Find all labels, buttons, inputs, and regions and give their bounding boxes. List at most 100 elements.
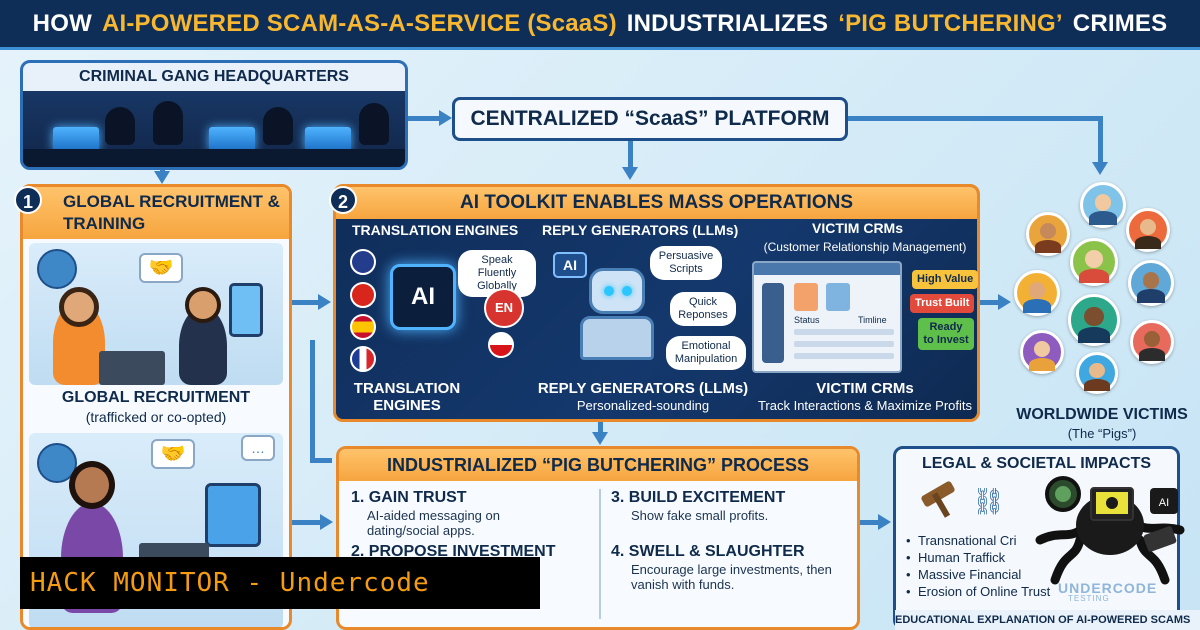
victims-cluster: [1010, 180, 1196, 400]
crm-timeline-column: Timline: [858, 315, 887, 325]
flag-china-icon: [350, 282, 376, 308]
ai-chip-icon: AI: [390, 264, 456, 330]
panel3-header: [339, 449, 857, 481]
watermark-ai-mark: AI: [1159, 497, 1169, 509]
step-2-title: 2. PROPOSE INVESTMENT: [351, 543, 556, 560]
crm-row: [794, 353, 894, 359]
broken-chain-icon: ⛓: [972, 486, 1006, 516]
arrow-head-down-icon: [622, 167, 638, 180]
robot-body-icon: [580, 316, 654, 360]
crm-row: [794, 329, 894, 335]
arrow-process-to-impacts: [860, 520, 880, 525]
arrow-head-right-icon: [320, 514, 333, 530]
emotional-manipulation-bubble: Emotional Manipulation: [666, 336, 746, 370]
tag-high-value: High Value: [912, 270, 979, 289]
robot-eye: [622, 286, 632, 296]
flag-france-icon: [350, 346, 376, 372]
chat-icon: …: [241, 435, 275, 461]
crm-status-column: Status: [794, 315, 820, 325]
hooded-figure-icon: [359, 103, 389, 145]
victim-profile-card: [826, 283, 850, 311]
victim-avatar-icon: [1014, 270, 1060, 316]
panel4-title: LEGAL & SOCIETAL IMPACTS: [921, 455, 1152, 472]
reply-generators-sub: Personalized-sounding: [576, 398, 710, 413]
victim-avatar-icon: [1026, 212, 1070, 256]
arrow-platform-to-victims: [848, 116, 1103, 121]
phone-icon: [229, 283, 263, 337]
arrow-head-right-icon: [998, 294, 1011, 310]
panel1-title: GLOBAL RECRUITMENT & TRAINING: [63, 192, 280, 233]
arrow-head-right-icon: [878, 514, 891, 530]
step-3-title: 3. BUILD EXCITEMENT: [611, 489, 786, 506]
hooded-figure-icon: [263, 107, 293, 145]
impact-item: Massive Financial: [906, 567, 1021, 582]
victims-label: WORLDWIDE VICTIMS: [1016, 406, 1188, 423]
victim-crm-sub: Track Interactions & Maximize Profits: [757, 398, 973, 413]
step-4-title: 4. SWELL & SLAUGHTER: [611, 543, 805, 560]
victims-sub: (The “Pigs”): [1067, 426, 1137, 441]
hq-monitor-icon: [53, 127, 99, 151]
reply-generators-footer: REPLY GENERATORS (LLMs): [537, 380, 749, 397]
panel2-title: AI TOOLKIT ENABLES MASS OPERATIONS: [459, 192, 854, 213]
victim-avatar-icon: [1130, 320, 1174, 364]
tag-trust-built: Trust Built: [910, 294, 975, 313]
hq-monitor-icon: [305, 127, 351, 151]
arrow-head-down-icon: [154, 171, 170, 184]
title-part-how: HOW: [32, 9, 92, 37]
victim-avatar-icon: [1128, 260, 1174, 306]
persuasive-scripts-bubble: Persuasive Scripts: [650, 246, 722, 280]
flag-spain-icon: [350, 314, 376, 340]
criminal-hq-box: CRIMINAL GANG HEADQUARTERS: [20, 60, 408, 170]
title-part-crimes: CRIMES: [1072, 9, 1168, 37]
octopus-watermark-icon: AI: [1035, 476, 1185, 585]
impact-item: Transnational Cri: [906, 533, 1016, 548]
step-badge-2: 2: [329, 186, 357, 214]
translation-heading: TRANSLATION ENGINES: [352, 222, 519, 238]
globe-icon: [37, 249, 77, 289]
hack-monitor-banner: HACK MONITOR - Undercode: [20, 557, 540, 609]
arrow-head-down-icon: [592, 432, 608, 445]
victim-avatar-icon: [1070, 238, 1118, 286]
footer-caption: EDUCATIONAL EXPLANATION OF AI-POWERED SC…: [895, 610, 1200, 630]
impact-item: Erosion of Online Trust: [906, 584, 1050, 599]
step-divider: [599, 489, 601, 619]
arrow-head-right-icon: [318, 294, 331, 310]
title-part-pig-butchering: ‘PIG BUTCHERING’: [838, 9, 1063, 37]
arrow-head-down-icon: [1092, 162, 1108, 175]
title-part-scaas: AI-POWERED SCAM-AS-A-SERVICE (ScaaS): [101, 9, 617, 37]
robot-eye: [604, 286, 614, 296]
step-1-body: AI-aided messaging on dating/social apps…: [367, 508, 500, 538]
impact-item: Human Traffick: [906, 550, 1005, 565]
watermark-text: UNDERCODE: [1058, 580, 1158, 596]
quick-responses-bubble: Quick Reponses: [670, 292, 736, 326]
handshake-icon: 🤝: [151, 439, 195, 469]
arrow-loop-vertical: [310, 340, 315, 462]
victim-avatar-icon: [1076, 352, 1118, 394]
step-3-body: Show fake small profits.: [631, 508, 769, 523]
en-language-badge: EN: [484, 288, 524, 328]
recruit-woman-head-icon: [59, 287, 99, 327]
panel1-caption-title: GLOBAL RECRUITMENT: [61, 389, 251, 406]
recruitment-scene-1: 🤝: [29, 243, 283, 385]
hq-desk: [23, 149, 405, 167]
laptop-icon: [99, 351, 165, 385]
panel-global-recruitment: GLOBAL RECRUITMENT & TRAINING 🤝 GLOBAL R…: [20, 184, 292, 630]
panel3-title: INDUSTRIALIZED “PIG BUTCHERING” PROCESS: [386, 455, 810, 475]
ai-label-icon: AI: [553, 252, 587, 278]
tablet-icon: [205, 483, 261, 547]
criminal-hq-title: CRIMINAL GANG HEADQUARTERS: [23, 63, 405, 91]
panel1-header: [23, 187, 289, 239]
recruit-man-head-icon: [185, 287, 221, 323]
step-1-title: 1. GAIN TRUST: [351, 489, 467, 506]
crm-window-titlebar: [754, 263, 900, 275]
translation-footer: TRANSLATION ENGINES: [353, 380, 461, 414]
panel2-header: [336, 187, 977, 219]
panel1-caption-sub: (trafficked or co-opted): [85, 409, 227, 425]
hq-monitor-icon: [209, 127, 255, 151]
step-badge-1: 1: [14, 186, 42, 214]
title-part-industrializes: INDUSTRIALIZES: [626, 9, 829, 37]
victim-avatar-icon: [1126, 208, 1170, 252]
scaas-platform-box: CENTRALIZED “ScaaS” PLATFORM: [452, 97, 848, 141]
reply-generators-heading: REPLY GENERATORS (LLMs): [542, 222, 739, 238]
arrow-platform-to-toolkit: [628, 141, 633, 167]
